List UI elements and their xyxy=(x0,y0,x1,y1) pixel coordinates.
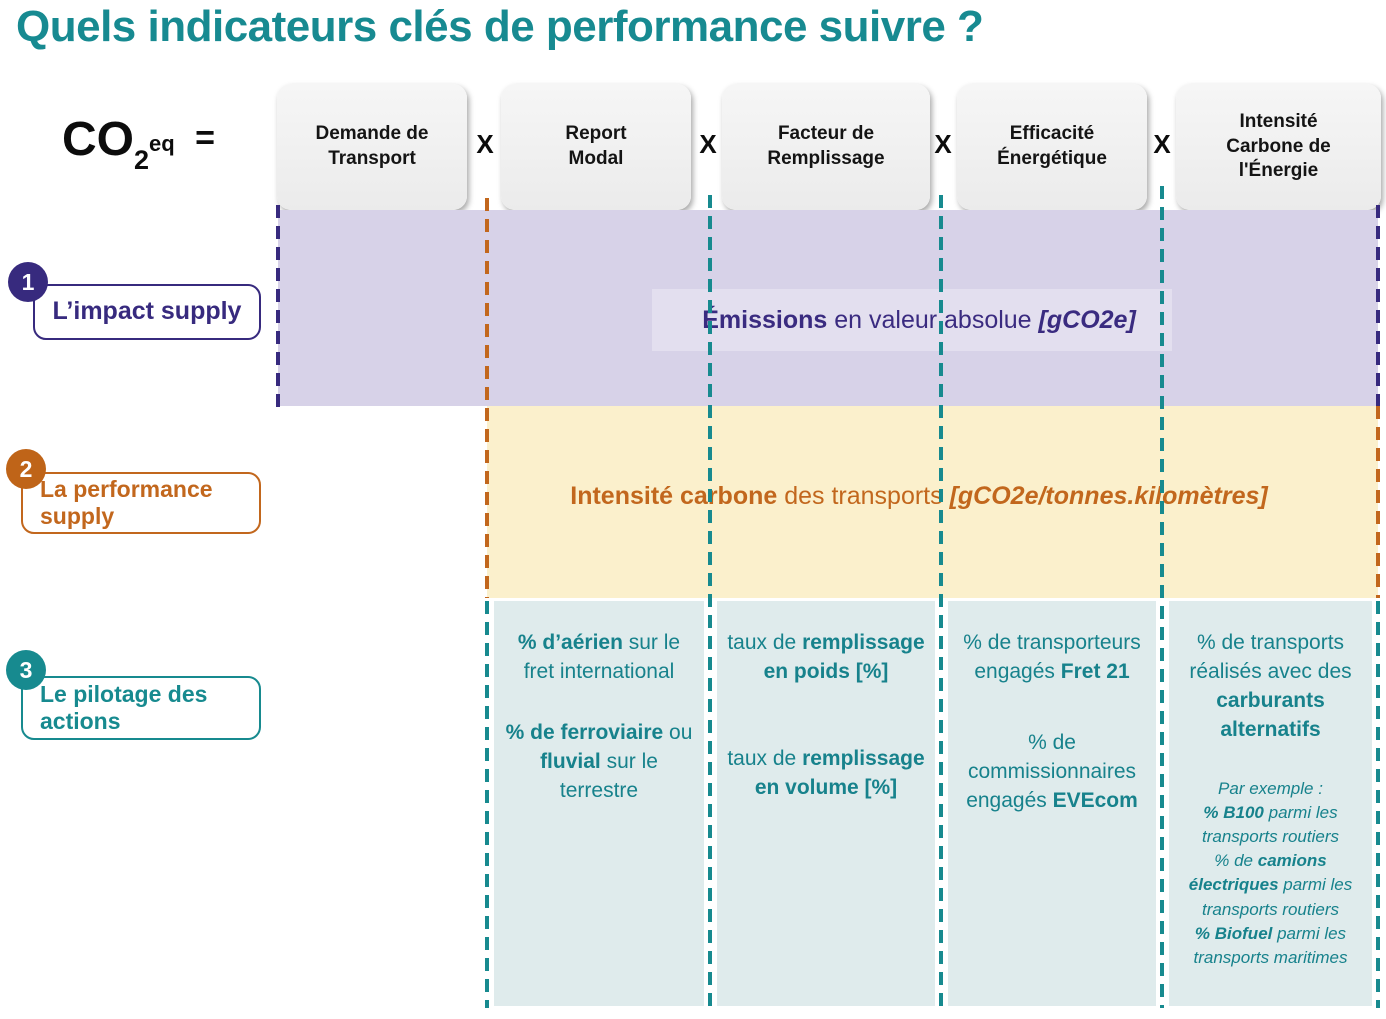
factor-label: Report Modal xyxy=(565,123,627,169)
divider-right-teal xyxy=(1376,601,1380,1008)
kpi-example-camions-electriques: % de camions électriques parmi les trans… xyxy=(1188,851,1353,919)
factor-label: Demande de Transport xyxy=(315,123,429,169)
factor-box-demande-transport: Demande de Transport xyxy=(277,84,467,210)
factor-box-efficacite-energetique: Efficacité Énergétique xyxy=(957,84,1147,210)
intensite-label: Intensité carbone xyxy=(570,482,778,510)
divider-col3 xyxy=(939,195,943,1008)
kpi-column-report-modal: % d’aérien sur le fret international % d… xyxy=(494,601,704,1006)
divider-col1-teal xyxy=(485,601,489,1008)
page-title: Quels indicateurs clés de performance su… xyxy=(16,2,984,51)
row1-number-badge: 1 xyxy=(8,262,48,302)
co2-label: CO xyxy=(62,113,134,166)
kpi-examples-intro: Par exemple : xyxy=(1218,778,1323,798)
kpi-evecom: % de commissionnaires engagés EVEcom xyxy=(966,730,1138,812)
multiply-sign: X xyxy=(1153,129,1171,159)
divider-right-orange xyxy=(1376,406,1380,598)
emissions-label: Émissions xyxy=(702,306,828,334)
divider-col4 xyxy=(1160,186,1164,1008)
kpi-column-carburants: % de transports réalisés avec des carbur… xyxy=(1169,601,1372,1006)
factor-box-report-modal: Report Modal xyxy=(501,84,691,210)
factor-label: Facteur de Remplissage xyxy=(767,123,885,169)
factor-box-intensite-carbone: Intensité Carbone de l'Énergie xyxy=(1176,84,1381,210)
multiply-sign: X xyxy=(934,129,952,159)
factor-label: Intensité Carbone de l'Énergie xyxy=(1226,110,1331,182)
multiply-sign: X xyxy=(476,129,494,159)
divider-impact-left xyxy=(276,205,280,407)
equals-sign: = xyxy=(195,119,216,157)
kpi-remplissage-poids: taux de remplissage en poids [%] xyxy=(727,631,925,683)
emissions-text: en valeur absolue xyxy=(827,306,1039,334)
formula-co2eq: CO2eq = xyxy=(62,112,216,175)
kpi-aerien: % d’aérien sur le fret international xyxy=(517,631,681,683)
factor-box-facteur-remplissage: Facteur de Remplissage xyxy=(722,84,930,210)
row3-number-badge: 3 xyxy=(6,650,46,690)
factor-label: Efficacité Énergétique xyxy=(997,123,1107,169)
band-impact-text: Émissions en valeur absolue [gCO2e] xyxy=(460,306,1378,335)
kpi-remplissage-volume: taux de remplissage en volume [%] xyxy=(727,746,925,799)
band-performance-text: Intensité carbone des transports [gCO2e/… xyxy=(460,482,1378,511)
divider-col2 xyxy=(708,195,712,1008)
divider-right-purple xyxy=(1376,205,1380,406)
band-performance-supply xyxy=(487,406,1378,598)
co2-eq-suffix: eq xyxy=(149,131,175,156)
row2-number-badge: 2 xyxy=(6,449,46,489)
intensite-unit: [gCO2e/tonnes.kilomètres] xyxy=(949,482,1268,510)
band-impact-supply xyxy=(278,210,1378,406)
kpi-ferroviaire-fluvial: % de ferroviaire ou fluvial sur le terre… xyxy=(505,720,693,802)
kpi-example-b100: % B100 parmi les transports routiers xyxy=(1202,803,1339,847)
kpi-fret21: % de transporteurs engagés Fret 21 xyxy=(963,631,1141,683)
intensite-text: des transports xyxy=(777,482,950,510)
co2-subscript: 2 xyxy=(134,145,150,175)
row2-label-performance-supply: La performance supply xyxy=(21,472,261,534)
kpi-column-engagement: % de transporteurs engagés Fret 21 % de … xyxy=(948,601,1156,1006)
row3-label-pilotage-actions: Le pilotage des actions xyxy=(21,676,261,740)
row1-label-impact-supply: L’impact supply xyxy=(33,284,261,340)
band-impact-highlight xyxy=(652,289,1172,351)
divider-col1-orange xyxy=(485,198,489,598)
kpi-carburants-alternatifs: % de transports réalisés avec des carbur… xyxy=(1189,631,1352,741)
kpi-example-biofuel: % Biofuel parmi les transports maritimes xyxy=(1193,923,1348,967)
multiply-sign: X xyxy=(699,129,717,159)
emissions-unit: [gCO2e] xyxy=(1038,306,1136,334)
kpi-column-remplissage: taux de remplissage en poids [%] taux de… xyxy=(717,601,935,1006)
